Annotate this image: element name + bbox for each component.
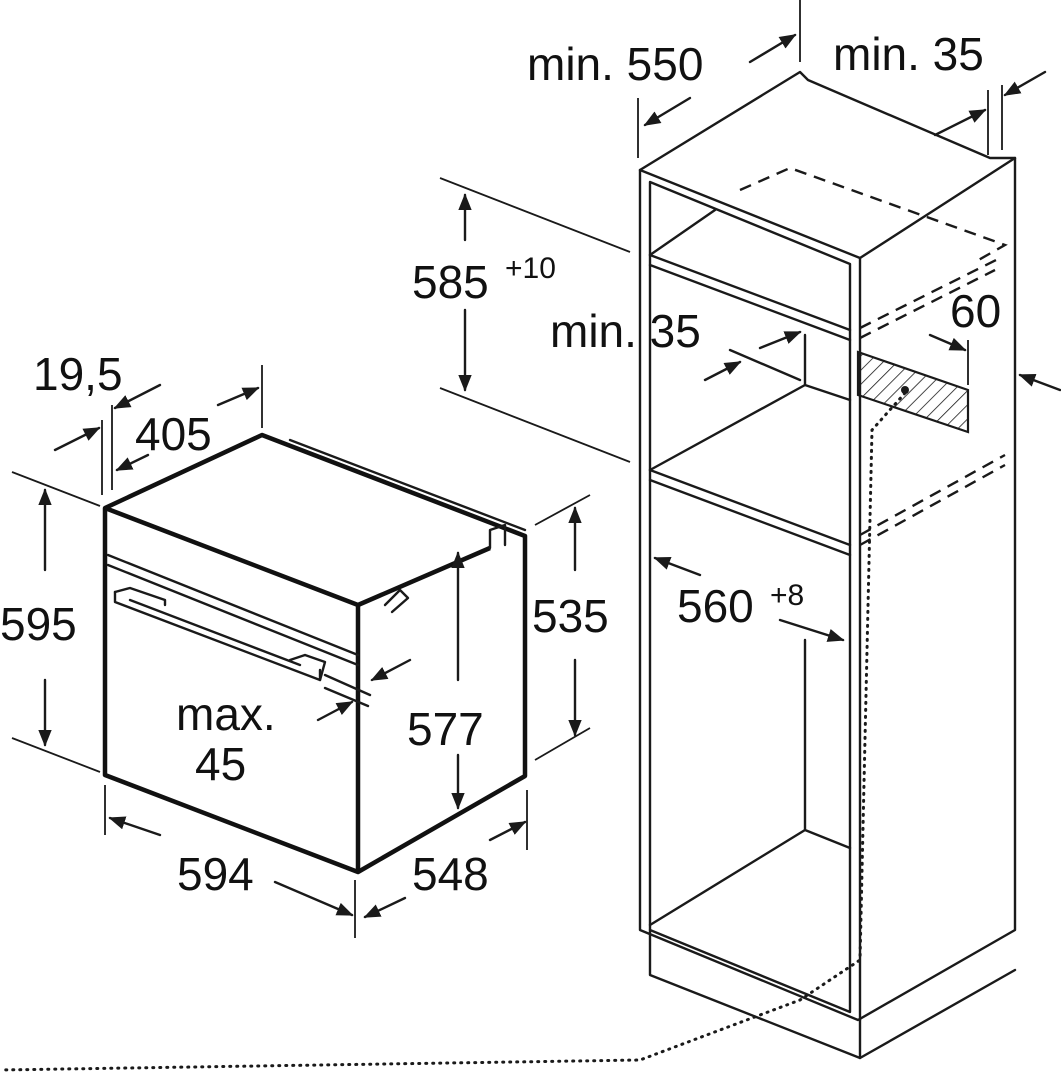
label-560: 560 bbox=[677, 580, 754, 632]
dimension-labels: min. 550 min. 35 585 +10 min. 35 60 560 … bbox=[0, 28, 1001, 900]
label-560-tolerance: +8 bbox=[770, 579, 804, 612]
label-60: 60 bbox=[950, 285, 1001, 337]
label-min-550: min. 550 bbox=[527, 38, 703, 90]
label-594: 594 bbox=[177, 848, 254, 900]
label-19-5: 19,5 bbox=[33, 348, 123, 400]
cabinet bbox=[0, 70, 1017, 1072]
label-585-tolerance: +10 bbox=[505, 252, 556, 285]
oven bbox=[102, 432, 528, 875]
label-min-35-top: min. 35 bbox=[833, 28, 984, 80]
label-577: 577 bbox=[407, 703, 484, 755]
dimension-lines bbox=[11, 0, 1061, 938]
label-max: max. bbox=[176, 688, 276, 740]
label-535: 535 bbox=[532, 590, 609, 642]
label-548: 548 bbox=[412, 848, 489, 900]
label-45: 45 bbox=[195, 738, 246, 790]
label-405: 405 bbox=[135, 408, 212, 460]
label-min-35-mid: min. 35 bbox=[550, 305, 701, 357]
label-595: 595 bbox=[0, 598, 77, 650]
label-585: 585 bbox=[412, 256, 489, 308]
